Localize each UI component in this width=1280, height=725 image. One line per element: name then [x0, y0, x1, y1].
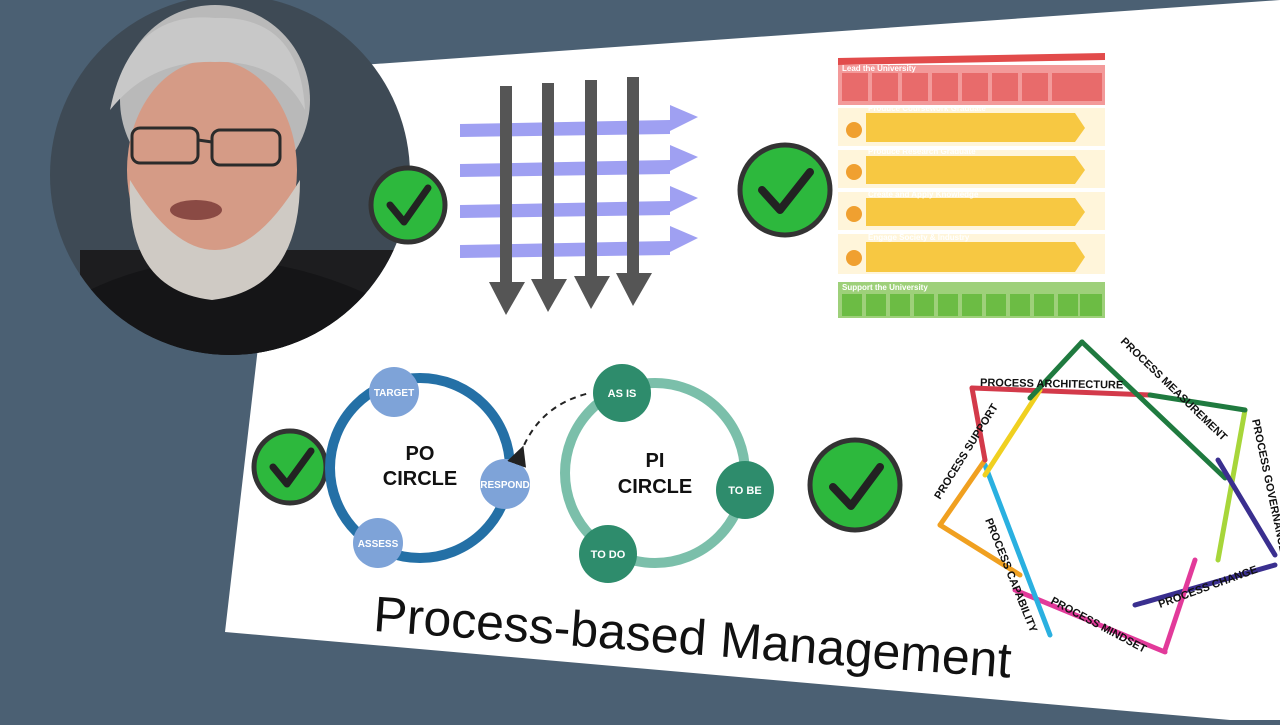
pi-node-to-be: TO BE: [728, 485, 761, 497]
po-circle: PO CIRCLE TARGET RESPOND ASSESS: [325, 367, 530, 568]
process-capability-star: [937, 339, 1278, 655]
presenter-photo: [50, 0, 410, 355]
check-icon: [251, 428, 329, 506]
po-circle-label: PO: [406, 443, 435, 465]
process-matrix-arrows: [460, 77, 698, 315]
check-icon: [737, 142, 833, 238]
swimlane-label: Produce Research Graduate: [868, 147, 976, 156]
pi-circle: PI CIRCLE AS IS TO BE TO DO: [560, 364, 774, 583]
check-icon: [807, 437, 903, 533]
pi-node-as-is: AS IS: [608, 388, 637, 400]
pi-circle-label: CIRCLE: [618, 476, 692, 498]
label-process-architecture: PROCESS ARCHITECTURE: [980, 377, 1123, 391]
po-node-assess: ASSESS: [358, 539, 399, 550]
swimlane-label: Lead the University: [842, 64, 916, 73]
po-circle-label: CIRCLE: [383, 468, 457, 490]
pi-circle-label: PI: [646, 450, 665, 472]
check-icon: [368, 165, 448, 245]
connector-arrow: [507, 392, 591, 468]
swimlane-label: Support the University: [842, 283, 928, 292]
po-node-target: TARGET: [374, 388, 414, 399]
pi-node-to-do: TO DO: [591, 549, 626, 561]
po-node-respond: RESPOND: [480, 480, 529, 491]
swimlane-label: Engage Society & Industry: [868, 233, 970, 242]
process-model-swimlanes: Lead the University Produce Coursework G…: [838, 53, 1105, 318]
swimlane-label: Create and Apply Knowledge: [868, 190, 979, 199]
swimlane-label: Produce Coursework Graduate: [868, 104, 986, 113]
